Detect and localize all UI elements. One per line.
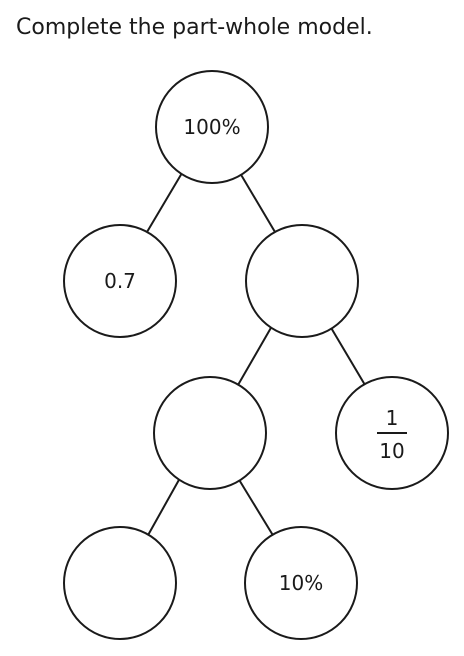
root-label: 100% <box>183 115 240 139</box>
instruction-text: Complete the part-whole model. <box>16 15 373 40</box>
connector-right-fraction <box>329 325 366 386</box>
connector-middle-bottom-left <box>146 477 181 538</box>
bottom-right-part-label: 10% <box>279 571 323 595</box>
fraction-numerator: 1 <box>386 406 399 430</box>
left-part-label: 0.7 <box>104 269 136 293</box>
connector-root-right <box>239 172 276 233</box>
middle-part-circle[interactable] <box>153 376 267 490</box>
left-part-circle <box>63 224 177 338</box>
bottom-right-part-circle <box>244 526 358 640</box>
root-circle <box>155 70 269 184</box>
fraction-denominator: 10 <box>379 439 404 463</box>
connector-middle-bottom-right <box>237 477 275 538</box>
connector-right-middle <box>237 325 273 386</box>
connector-root-left <box>146 172 183 233</box>
right-part-circle[interactable] <box>245 224 359 338</box>
bottom-left-part-circle[interactable] <box>63 526 177 640</box>
